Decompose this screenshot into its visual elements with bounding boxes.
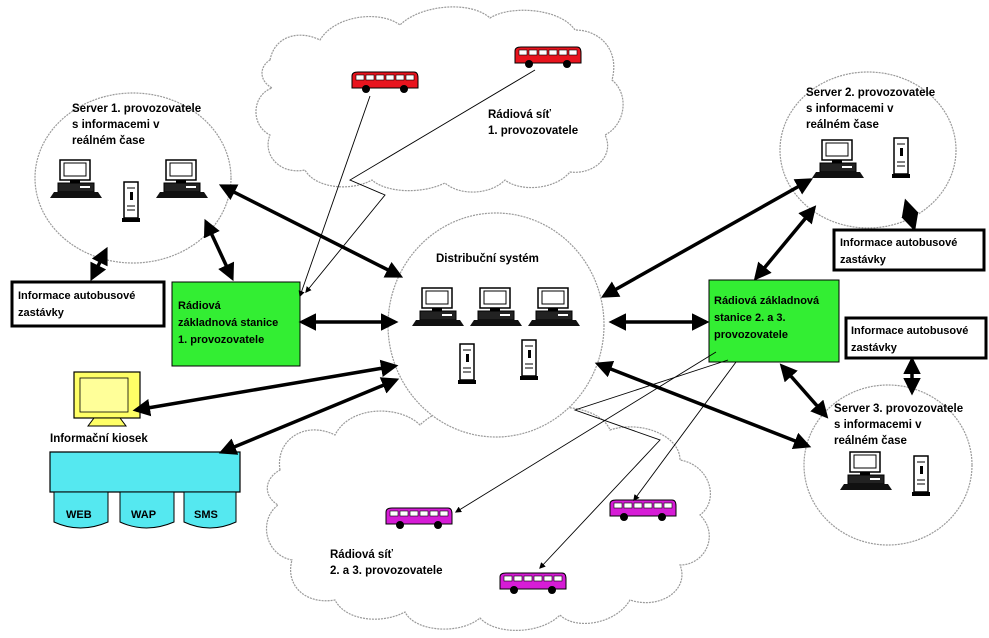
database-icon: WAP xyxy=(119,491,175,529)
server1-line-3: reálném čase xyxy=(72,135,145,147)
kiosk-title: Informační kiosek xyxy=(50,433,148,445)
bus-info-left-line-1: Informace autobusové xyxy=(18,290,135,302)
radio-station-23: Rádiová základnová stanice 2. a 3. provo… xyxy=(708,279,840,363)
radio-net1-label: Rádiová síť 1. provozovatele xyxy=(488,109,578,137)
radio-station-1: Rádiová základnová stanice 1. provozovat… xyxy=(171,281,301,367)
server2-circle xyxy=(779,71,957,229)
server2-label: Server 2. provozovatele s informacemi v … xyxy=(806,87,935,131)
kiosk-monitor-icon xyxy=(73,371,141,427)
radio-link-station23-bus-a xyxy=(454,351,717,513)
arrow-station23-server2 xyxy=(753,205,817,281)
radio-net1-line-2: 1. provozovatele xyxy=(488,125,578,137)
station1-line-2: základnová stanice xyxy=(178,317,278,329)
arrow-server1-station1 xyxy=(203,218,235,282)
arrow-server1-distribution xyxy=(218,184,404,278)
bus-stop-info-right-1: Informace autobusové zastávky xyxy=(832,228,986,272)
database-icon: WEB xyxy=(53,491,109,529)
radio-net23-line-1: Rádiová síť xyxy=(330,549,394,561)
arrow-station23-server3 xyxy=(779,363,829,419)
server3-line-3: reálném čase xyxy=(834,435,907,447)
radio-net23-label: Rádiová síť 2. a 3. provozovatele xyxy=(330,549,443,577)
station1-line-1: Rádiová xyxy=(178,300,222,312)
server1-line-1: Server 1. provozovatele xyxy=(72,103,201,115)
bus-stop-info-left: Informace autobusové zastávky xyxy=(10,280,166,328)
radio-net23-line-2: 2. a 3. provozovatele xyxy=(330,565,443,577)
station1-line-3: 1. provozovatele xyxy=(178,334,264,346)
arrow-distribution-server3 xyxy=(594,360,812,450)
arrow-distribution-kiosk-monitor xyxy=(132,359,399,417)
bus-stop-info-right-2: Informace autobusové zastávky xyxy=(844,316,988,360)
server-tower-icon xyxy=(891,137,911,179)
server-tower-icon xyxy=(911,455,931,497)
database-icon: SMS xyxy=(183,491,237,529)
radio-network-1-cloud xyxy=(255,6,624,193)
bus-info-right2-line-2: zastávky xyxy=(851,342,898,354)
bus-info-left-line-2: zastávky xyxy=(18,307,65,319)
server1-label: Server 1. provozovatele s informacemi v … xyxy=(72,103,201,147)
station23-line-1: Rádiová základnová xyxy=(714,295,820,307)
distribution-title: Distribuční systém xyxy=(436,253,539,265)
server2-line-1: Server 2. provozovatele xyxy=(806,87,935,99)
server3-line-1: Server 3. provozovatele xyxy=(834,403,963,415)
radio-link-station23-bus-b xyxy=(633,361,737,502)
bus-info-right1-line-2: zastávky xyxy=(840,254,887,266)
radio-link-lightning-1 xyxy=(305,69,536,293)
server-tower-icon xyxy=(519,339,539,381)
radio-network-23-cloud xyxy=(265,403,711,631)
kiosk-channel-sms: SMS xyxy=(194,509,218,521)
arrow-distribution-server2 xyxy=(600,178,814,298)
information-kiosk: Informační kiosek WEB WAP SMS xyxy=(49,371,241,529)
server2-line-2: s informacemi v xyxy=(806,103,894,115)
server2-line-3: reálném čase xyxy=(806,119,879,131)
radio-links xyxy=(298,69,737,569)
connection-arrows xyxy=(90,178,921,455)
bus-info-right2-line-1: Informace autobusové xyxy=(851,325,968,337)
bus-info-right1-line-1: Informace autobusové xyxy=(840,237,957,249)
arrow-server1-bus-info xyxy=(90,246,108,282)
server1-circle xyxy=(34,92,232,264)
radio-net1-line-1: Rádiová síť xyxy=(488,109,552,121)
station23-line-2: stanice 2. a 3. xyxy=(714,312,786,324)
kiosk-channel-web: WEB xyxy=(66,509,92,521)
server1-line-2: s informacemi v xyxy=(72,119,160,131)
server-tower-icon xyxy=(457,343,477,385)
arrow-server2-bus-info xyxy=(901,198,919,232)
station23-line-3: provozovatele xyxy=(714,329,788,341)
arrow-distribution-kiosk xyxy=(218,377,400,455)
server3-label: Server 3. provozovatele s informacemi v … xyxy=(834,403,963,447)
radio-link-station1-bus xyxy=(298,95,371,298)
radio-station-1-box xyxy=(171,281,301,367)
server3-line-2: s informacemi v xyxy=(834,419,922,431)
radio-link-lightning-23 xyxy=(539,359,729,569)
server3-circle xyxy=(803,384,973,546)
server-tower-icon xyxy=(121,181,141,223)
kiosk-channel-wap: WAP xyxy=(131,509,156,521)
